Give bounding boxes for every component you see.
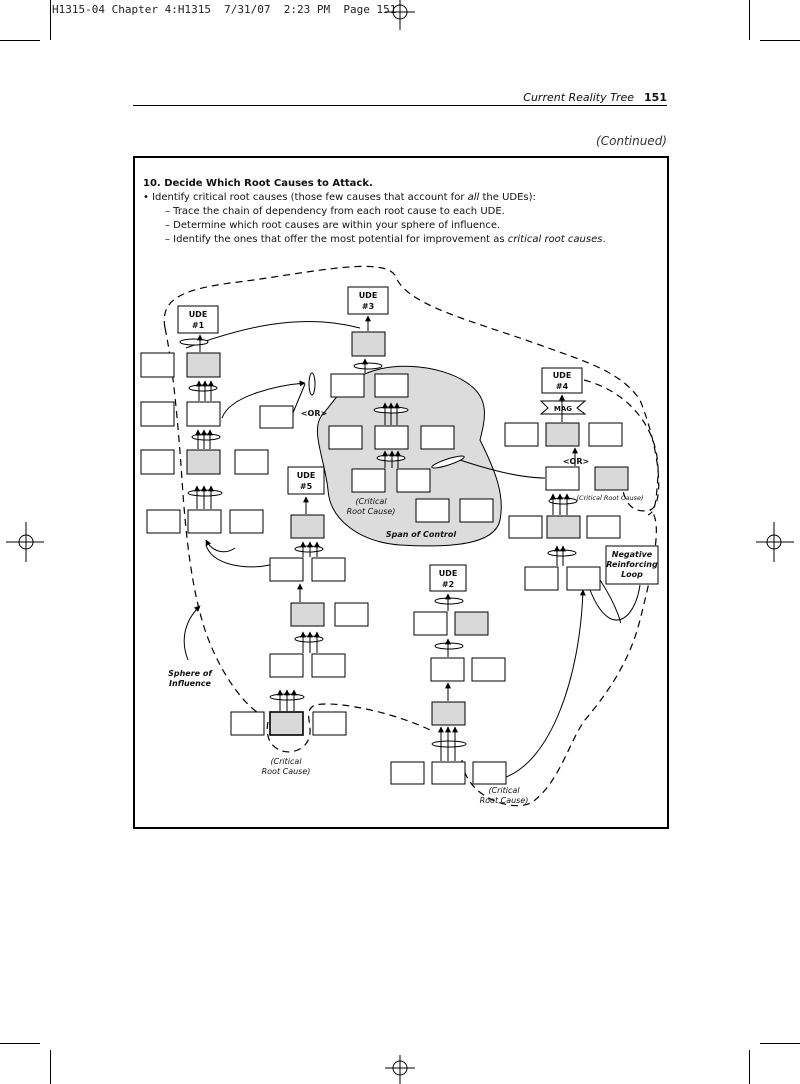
ude3-label: UDE [359,291,378,300]
step-heading: 10. Decide Which Root Causes to Attack. [143,178,373,189]
svg-text:#3: #3 [362,302,374,311]
continued-label: (Continued) [596,134,667,148]
ude2-label: UDE [439,569,458,578]
sphere-pointer-arrow [183,605,201,661]
sub-item: – Identify the ones that offer the most … [165,234,606,245]
svg-text:#2: #2 [442,580,454,589]
svg-text:Loop: Loop [621,570,643,579]
ude5-label: UDE [297,471,316,480]
tree-boxes [140,286,659,785]
svg-text:Root Cause): Root Cause) [480,796,529,805]
sphere-of-influence-boundary [163,265,660,512]
svg-text:Root Cause): Root Cause) [347,507,396,516]
svg-text:Influence: Influence [169,679,212,688]
page-number: 151 [644,91,667,104]
span-of-control-region [316,365,502,547]
critical-root-cause-label: (Critical [488,786,520,795]
critical-root-cause-label: (Critical [270,757,302,766]
running-head-title: Current Reality Tree [523,91,635,104]
sphere-dash-left [164,327,263,716]
sub-item: – Determine which root causes are within… [165,220,501,231]
arrows [194,315,578,761]
sphere-dash-bottom-right [461,509,657,807]
svg-text:#1: #1 [192,321,205,330]
critical-root-cause-label: (Critical [355,497,387,506]
or-label: <OR> [301,409,327,418]
step-instructions: 10. Decide Which Root Causes to Attack. … [143,177,606,247]
step-bullet: • Identify critical root causes (those f… [143,192,536,203]
ude4-label: UDE [553,371,572,380]
critical-root-cause-label: (Critical Root Cause) [577,494,644,502]
diagram-labels: UDE #1 UDE #3 UDE #4 UDE #5 UDE #2 <OR> … [168,291,658,805]
figure-frame [133,156,669,829]
ude1-label: UDE [189,310,208,319]
negative-loop-label: Negative [612,550,653,559]
svg-text:#5: #5 [300,482,313,491]
registration-marks [6,0,794,1084]
svg-text:#4: #4 [556,382,569,391]
sub-item: – Trace the chain of dependency from eac… [165,206,505,217]
sphere-of-influence-label: Sphere of [168,669,213,678]
svg-text:Reinforcing: Reinforcing [606,560,658,569]
or-label: <OR> [563,457,589,466]
running-head: Current Reality Tree 151 [523,91,667,104]
header-rule [133,105,667,106]
mag-label: MAG [554,405,572,413]
sphere-dash-bottom-left [266,703,431,753]
span-of-control-label: Span of Control [386,530,456,539]
svg-text:Root Cause): Root Cause) [262,767,311,776]
print-slug: H1315-04 Chapter 4:H1315 7/31/07 2:23 PM… [52,3,397,16]
